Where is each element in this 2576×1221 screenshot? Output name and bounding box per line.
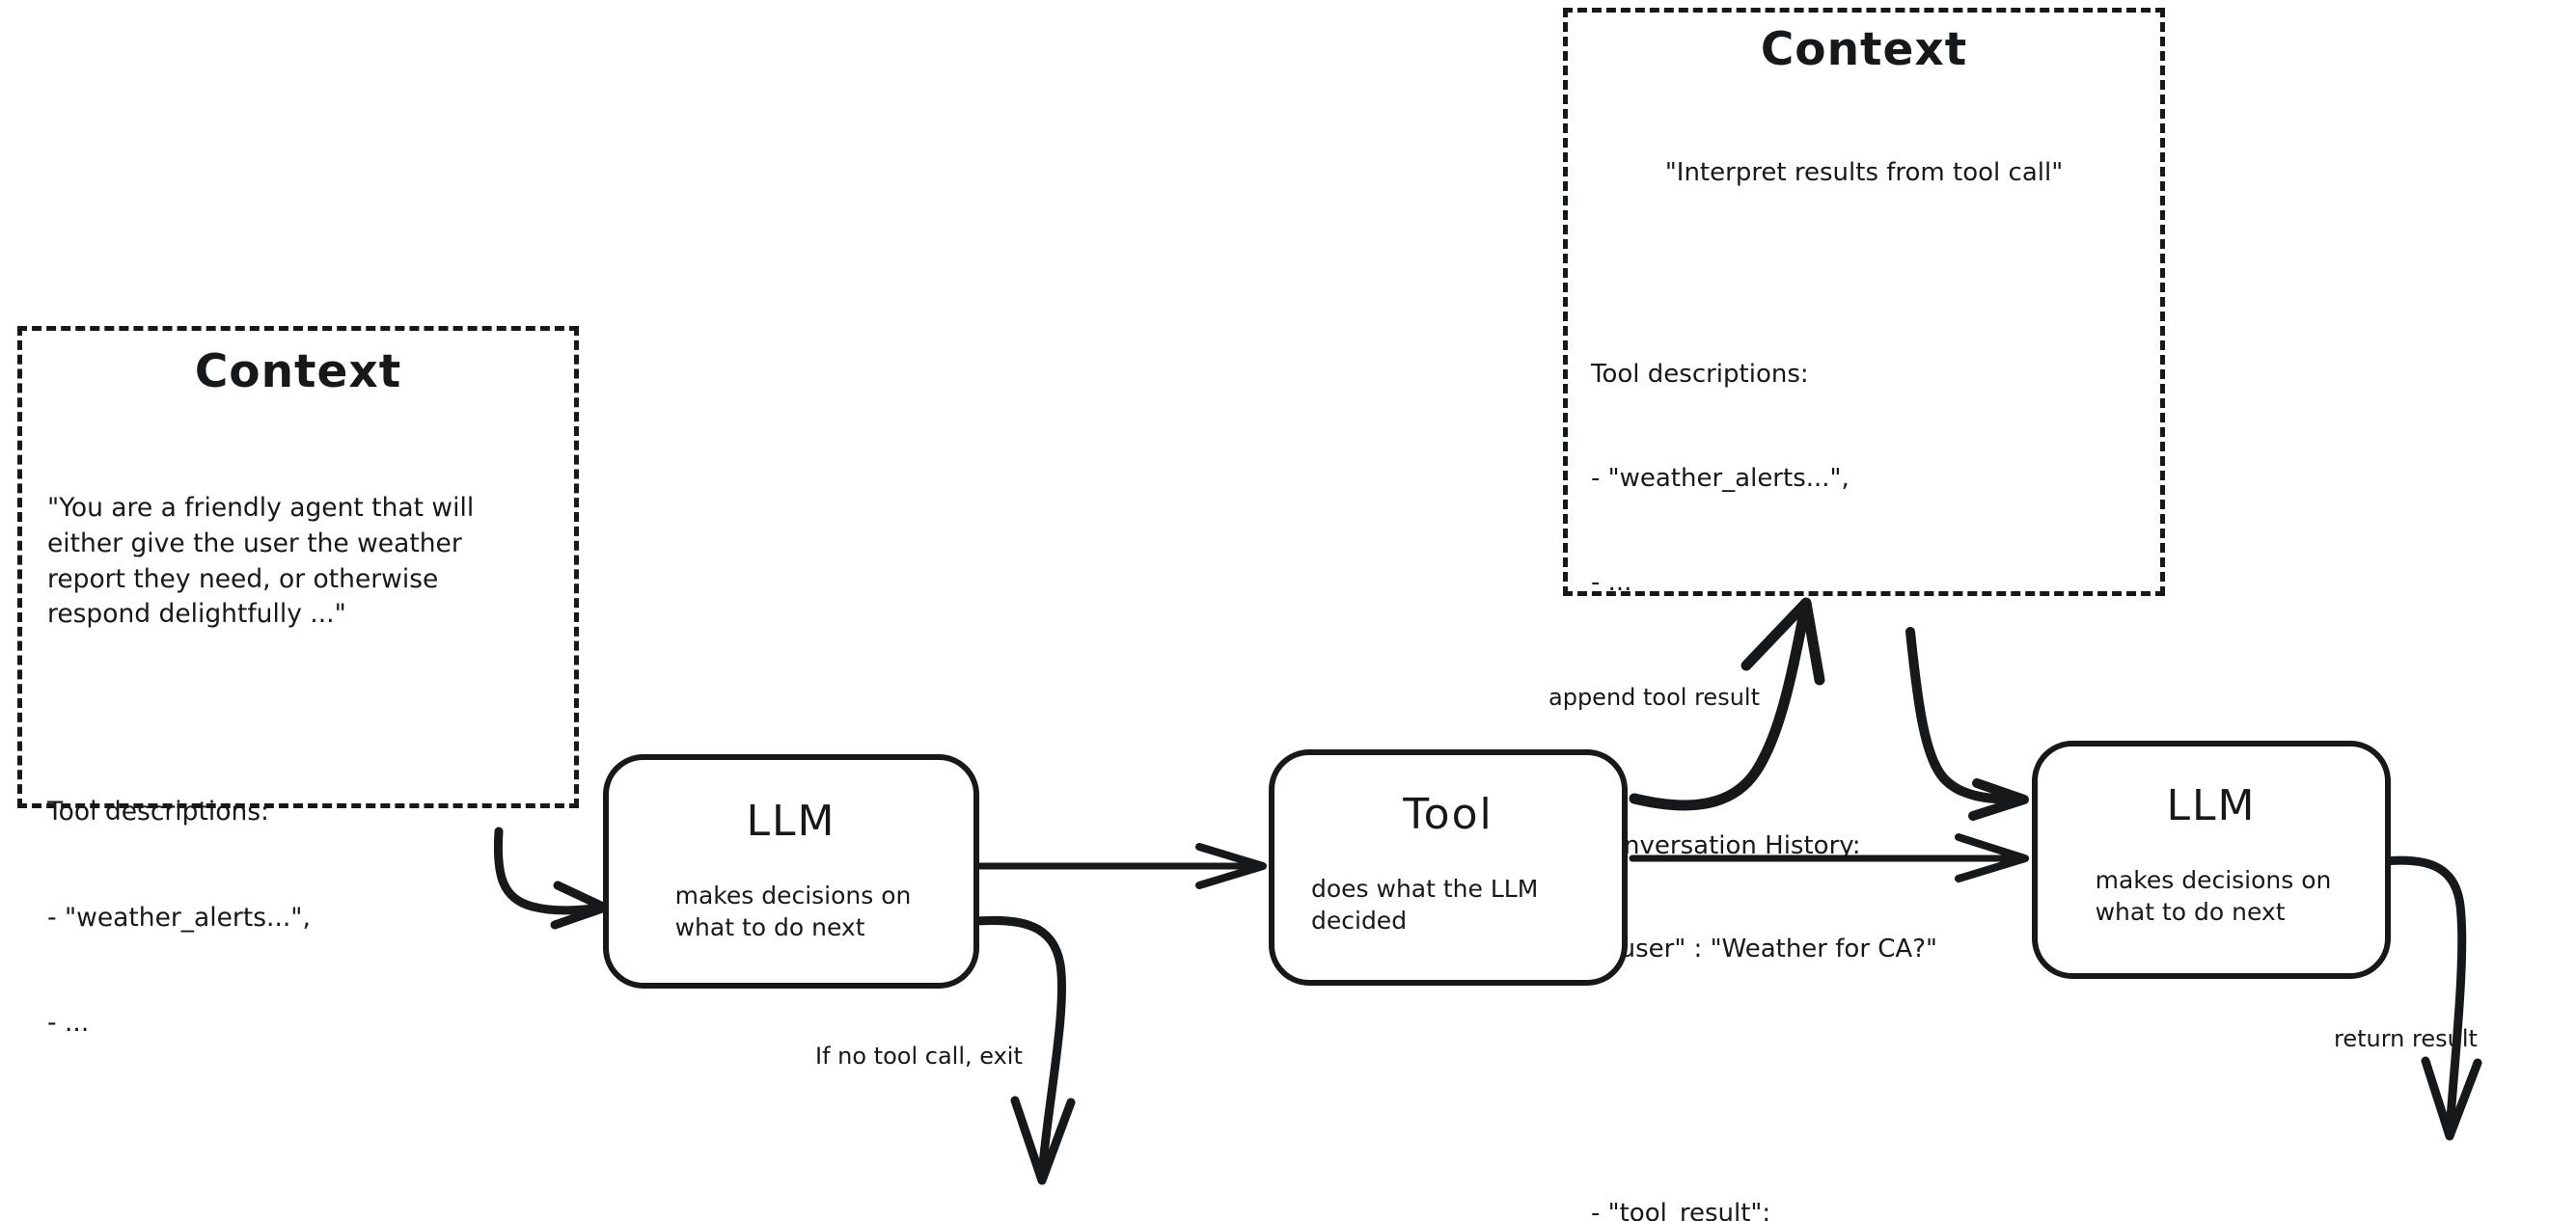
- context-right-tool-result-line: - "tool_result":: [1591, 1198, 1771, 1221]
- context-right-tool-descriptions: Tool descriptions: - "weather_alerts..."…: [1591, 289, 2137, 670]
- node-tool-title: Tool: [1403, 790, 1494, 839]
- node-tool: Tool does what the LLM decided: [1269, 749, 1628, 986]
- edge-llm2-return-result: [2378, 855, 2467, 1124]
- context-right-conversation: Conversation History: - "user" : "Weathe…: [1591, 760, 2137, 1037]
- edge-label-if-no-tool-call: If no tool call, exit: [815, 1043, 1023, 1070]
- node-llm-first-title: LLM: [746, 797, 836, 846]
- context-box-left: Context "You are a friendly agent that w…: [17, 326, 579, 1038]
- context-right-title: Context: [1760, 23, 1968, 76]
- context-left-tool-item: - "weather_alerts...",: [47, 902, 311, 933]
- context-right-tool-result: - "tool_result": { "state": "CA", [ { "r…: [1591, 1127, 2137, 1221]
- node-llm-first: LLM makes decisions on what to do next: [603, 754, 979, 989]
- node-llm-second-title: LLM: [2166, 781, 2257, 830]
- context-left-system-prompt: "You are a friendly agent that will eith…: [47, 493, 475, 630]
- context-right-tool-item: - "weather_alerts...",: [1591, 464, 1850, 494]
- context-box-right: Context "Interpret results from tool cal…: [1563, 8, 2165, 1221]
- arrowhead-llm2-return-result: [2421, 1056, 2482, 1141]
- edge-label-append-tool-result: append tool result: [1548, 684, 1760, 711]
- node-tool-subtitle: does what the LLM decided: [1311, 875, 1539, 935]
- node-llm-second-subtitle: makes decisions on what to do next: [2095, 866, 2332, 926]
- arrowhead-llm1-to-tool: [1195, 843, 1267, 889]
- context-right-tool-heading: Tool descriptions:: [1591, 360, 1809, 390]
- context-right-system-prompt: "Interpret results from tool call": [1664, 158, 2064, 188]
- context-left-tool-heading: Tool descriptions:: [47, 796, 269, 827]
- context-right-tool-item: - ...: [1591, 567, 1632, 597]
- node-llm-second: LLM makes decisions on what to do next: [2032, 741, 2391, 979]
- arrowhead-context-left-to-llm1: [550, 881, 610, 930]
- context-right-body: "Interpret results from tool call" Tool …: [1591, 87, 2137, 1221]
- context-left-conversation: Conversation History: - "user" : "Weathe…: [47, 1204, 549, 1221]
- context-left-body: "You are a friendly agent that will eith…: [47, 421, 549, 1221]
- node-llm-first-subtitle: makes decisions on what to do next: [674, 882, 912, 941]
- edge-label-return-result: return result: [2334, 1025, 2478, 1052]
- context-left-tool-descriptions: Tool descriptions: - "weather_alerts..."…: [47, 724, 549, 1112]
- arrowhead-llm1-exit: [1010, 1096, 1076, 1185]
- context-left-tool-item: - ...: [47, 1008, 90, 1039]
- context-left-title: Context: [194, 345, 402, 398]
